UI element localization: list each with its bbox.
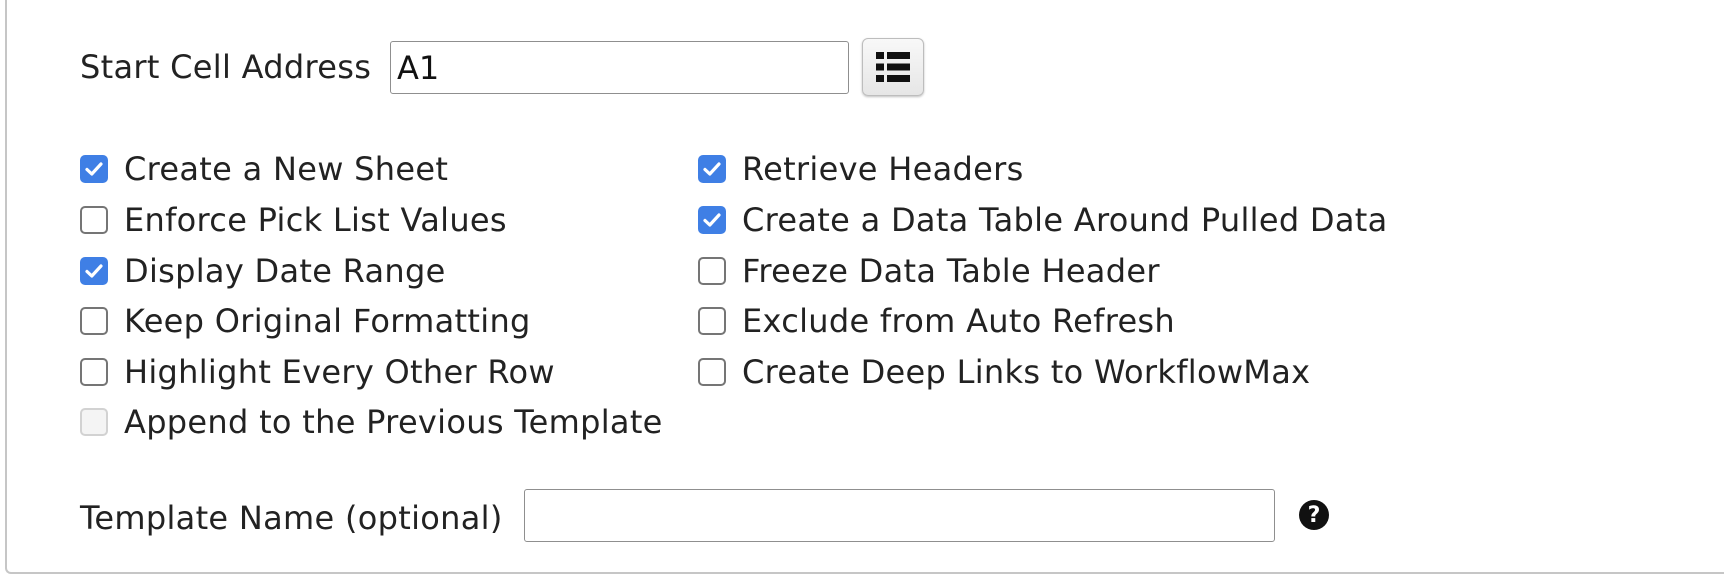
options-panel: [5, 0, 1724, 574]
start-cell-label: Start Cell Address: [80, 48, 372, 86]
exclude-from-auto-refresh-checkbox[interactable]: [698, 307, 726, 335]
checkmark-icon: [703, 213, 721, 227]
create-a-new-sheet-label: Create a New Sheet: [124, 150, 449, 188]
display-date-range-checkbox[interactable]: [80, 257, 108, 285]
option-create-deep-links-to-workflowmax[interactable]: Create Deep Links to WorkflowMax: [698, 353, 1310, 391]
checkmark-icon: [703, 162, 721, 176]
option-exclude-from-auto-refresh[interactable]: Exclude from Auto Refresh: [698, 302, 1175, 340]
keep-original-formatting-checkbox[interactable]: [80, 307, 108, 335]
enforce-pick-list-values-label: Enforce Pick List Values: [124, 201, 507, 239]
list-icon: [876, 52, 910, 82]
checkmark-icon: [85, 162, 103, 176]
append-to-the-previous-template-label: Append to the Previous Template: [124, 403, 663, 441]
option-highlight-every-other-row[interactable]: Highlight Every Other Row: [80, 353, 555, 391]
highlight-every-other-row-label: Highlight Every Other Row: [124, 353, 555, 391]
option-create-a-new-sheet[interactable]: Create a New Sheet: [80, 150, 448, 188]
option-append-to-the-previous-template: Append to the Previous Template: [80, 403, 663, 441]
question-circle-icon[interactable]: ?: [1299, 500, 1329, 530]
display-date-range-label: Display Date Range: [124, 252, 446, 290]
enforce-pick-list-values-checkbox[interactable]: [80, 206, 108, 234]
create-a-data-table-around-pulled-data-checkbox[interactable]: [698, 206, 726, 234]
create-a-data-table-around-pulled-data-label: Create a Data Table Around Pulled Data: [742, 201, 1388, 239]
keep-original-formatting-label: Keep Original Formatting: [124, 302, 531, 340]
retrieve-headers-label: Retrieve Headers: [742, 150, 1024, 188]
checkmark-icon: [85, 264, 103, 278]
option-enforce-pick-list-values[interactable]: Enforce Pick List Values: [80, 201, 507, 239]
highlight-every-other-row-checkbox[interactable]: [80, 358, 108, 386]
option-retrieve-headers[interactable]: Retrieve Headers: [698, 150, 1024, 188]
start-cell-picker-button[interactable]: [862, 38, 924, 96]
template-name-input[interactable]: [524, 489, 1275, 542]
freeze-data-table-header-label: Freeze Data Table Header: [742, 252, 1160, 290]
option-freeze-data-table-header[interactable]: Freeze Data Table Header: [698, 252, 1160, 290]
create-deep-links-to-workflowmax-checkbox[interactable]: [698, 358, 726, 386]
freeze-data-table-header-checkbox[interactable]: [698, 257, 726, 285]
create-a-new-sheet-checkbox[interactable]: [80, 155, 108, 183]
exclude-from-auto-refresh-label: Exclude from Auto Refresh: [742, 302, 1175, 340]
start-cell-input[interactable]: [390, 41, 849, 94]
option-keep-original-formatting[interactable]: Keep Original Formatting: [80, 302, 531, 340]
append-to-the-previous-template-checkbox: [80, 408, 108, 436]
create-deep-links-to-workflowmax-label: Create Deep Links to WorkflowMax: [742, 353, 1311, 391]
option-create-a-data-table-around-pulled-data[interactable]: Create a Data Table Around Pulled Data: [698, 201, 1388, 239]
template-name-label: Template Name (optional): [80, 499, 503, 537]
option-display-date-range[interactable]: Display Date Range: [80, 252, 446, 290]
retrieve-headers-checkbox[interactable]: [698, 155, 726, 183]
